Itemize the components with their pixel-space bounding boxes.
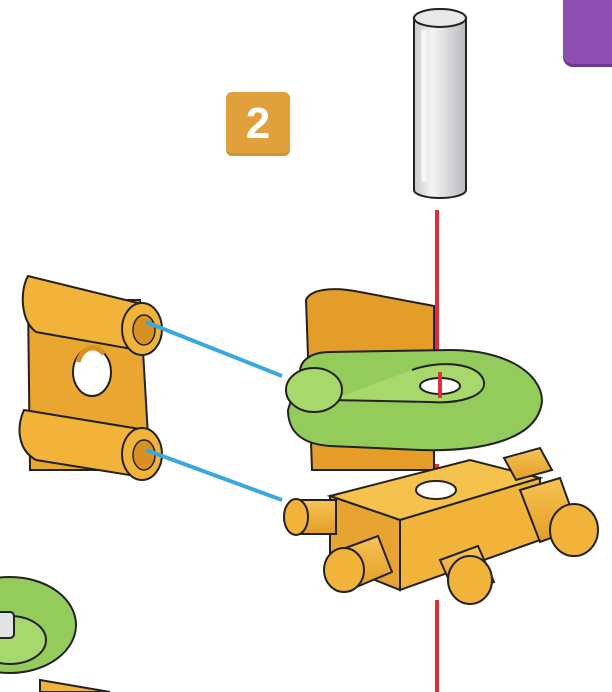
wheel-part <box>0 576 111 692</box>
step-number: 2 <box>245 99 271 148</box>
u-clip-part <box>285 348 543 452</box>
rod-part <box>413 8 467 199</box>
step-number-badge: 2 <box>226 92 290 156</box>
blue-guide-lines <box>145 320 283 502</box>
purple-tab-corner <box>563 0 612 64</box>
bracket-part <box>18 274 163 481</box>
